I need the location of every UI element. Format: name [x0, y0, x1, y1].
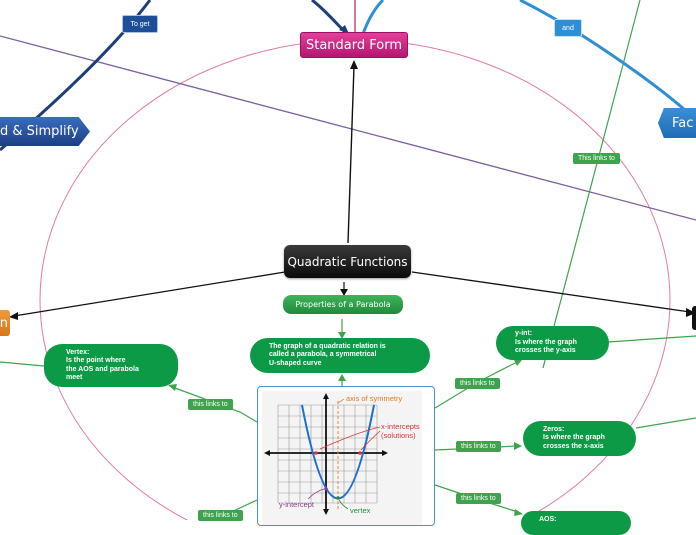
green-link-vertex [174, 387, 258, 423]
connection-layer [0, 0, 696, 520]
parabola-definition-text: The graph of a quadratic relation is cal… [269, 342, 386, 367]
standard-form-label: Standard Form [305, 37, 403, 53]
this-links-to-label-zeros: this links to [456, 441, 501, 452]
parabola-graph: axis of symmetry x-intercepts (solutions… [262, 391, 422, 525]
y-int-text: y-int: Is where the graph crosses the y-… [515, 330, 577, 355]
purple-link [0, 35, 696, 221]
quadratic-functions-label: Quadratic Functions [287, 254, 408, 269]
green-arrowhead-zeros [514, 442, 522, 450]
x-intercepts-text: x-intercepts [381, 422, 420, 431]
expand-simplify-node[interactable]: d & Simplify [0, 117, 90, 146]
arrowhead-standard [350, 60, 358, 69]
to-get-label: To get [122, 15, 158, 33]
y-intercept-text: y-intercept [279, 500, 315, 509]
properties-node[interactable]: Properties of a Parabola [283, 295, 403, 314]
arrow-to-left [13, 271, 286, 317]
this-links-to-label-lower: this links to [198, 510, 243, 521]
left-partial-node[interactable]: n [0, 310, 10, 336]
blue-link-top [311, 0, 347, 34]
this-links-to-label-aos: this links to [456, 493, 501, 504]
green-arrowhead-aos [514, 509, 523, 516]
green-link-right-yint [607, 335, 696, 343]
green-link-far-left [0, 361, 45, 367]
quadratic-functions-node[interactable]: Quadratic Functions [284, 245, 411, 278]
this-links-to-label-top: This links to [573, 153, 620, 164]
y-int-bubble[interactable]: y-int: Is where the graph crosses the y-… [496, 326, 609, 360]
zeros-text: Zeros: Is where the graph crosses the x-… [543, 425, 605, 450]
properties-label: Properties of a Parabola [295, 300, 391, 309]
vertex-graph-text: vertex [350, 506, 371, 515]
green-long-link [542, 0, 641, 369]
parabola-definition-bubble[interactable]: The graph of a quadratic relation is cal… [250, 338, 430, 373]
this-links-to-label-yint: this links to [455, 378, 500, 389]
arrow-to-right [411, 271, 691, 313]
aos-bubble[interactable]: AOS: [521, 511, 631, 535]
lightblue-link-right [519, 0, 686, 112]
this-links-to-label-vertex: this links to [188, 399, 233, 410]
vertex-text: Vertex: Is the point where the AOS and p… [66, 348, 139, 382]
arrow-to-standard [347, 65, 355, 244]
green-arrowhead-yint [514, 360, 522, 366]
axis-of-symmetry-text: axis of symmetry [346, 394, 403, 403]
arrowhead-properties [340, 289, 348, 296]
expand-simplify-label: d & Simplify [0, 124, 79, 139]
aos-text: AOS: [539, 516, 557, 523]
factored-form-label: Fac [672, 115, 694, 131]
factored-form-node[interactable]: Fac [658, 108, 696, 138]
green-arrowhead-vertex [168, 384, 177, 391]
green-arrowhead-up [338, 374, 346, 381]
and-label: and [554, 19, 582, 37]
vertex-bubble[interactable]: Vertex: Is the point where the AOS and p… [44, 344, 178, 387]
parabola-image-frame[interactable]: axis of symmetry x-intercepts (solutions… [257, 386, 435, 526]
lightblue-link-top [361, 0, 385, 35]
solutions-text: (solutions) [381, 431, 416, 440]
zeros-bubble[interactable]: Zeros: Is where the graph crosses the x-… [523, 421, 636, 456]
arrowhead-right [686, 308, 696, 317]
blue-arrowhead [339, 25, 349, 34]
left-partial-label: n [0, 315, 8, 331]
green-link-right-zeros [635, 417, 696, 429]
right-partial-node[interactable] [692, 306, 696, 330]
arrowhead-left [9, 312, 18, 320]
standard-form-node[interactable]: Standard Form [300, 32, 408, 58]
green-arrowhead-def [338, 332, 346, 339]
